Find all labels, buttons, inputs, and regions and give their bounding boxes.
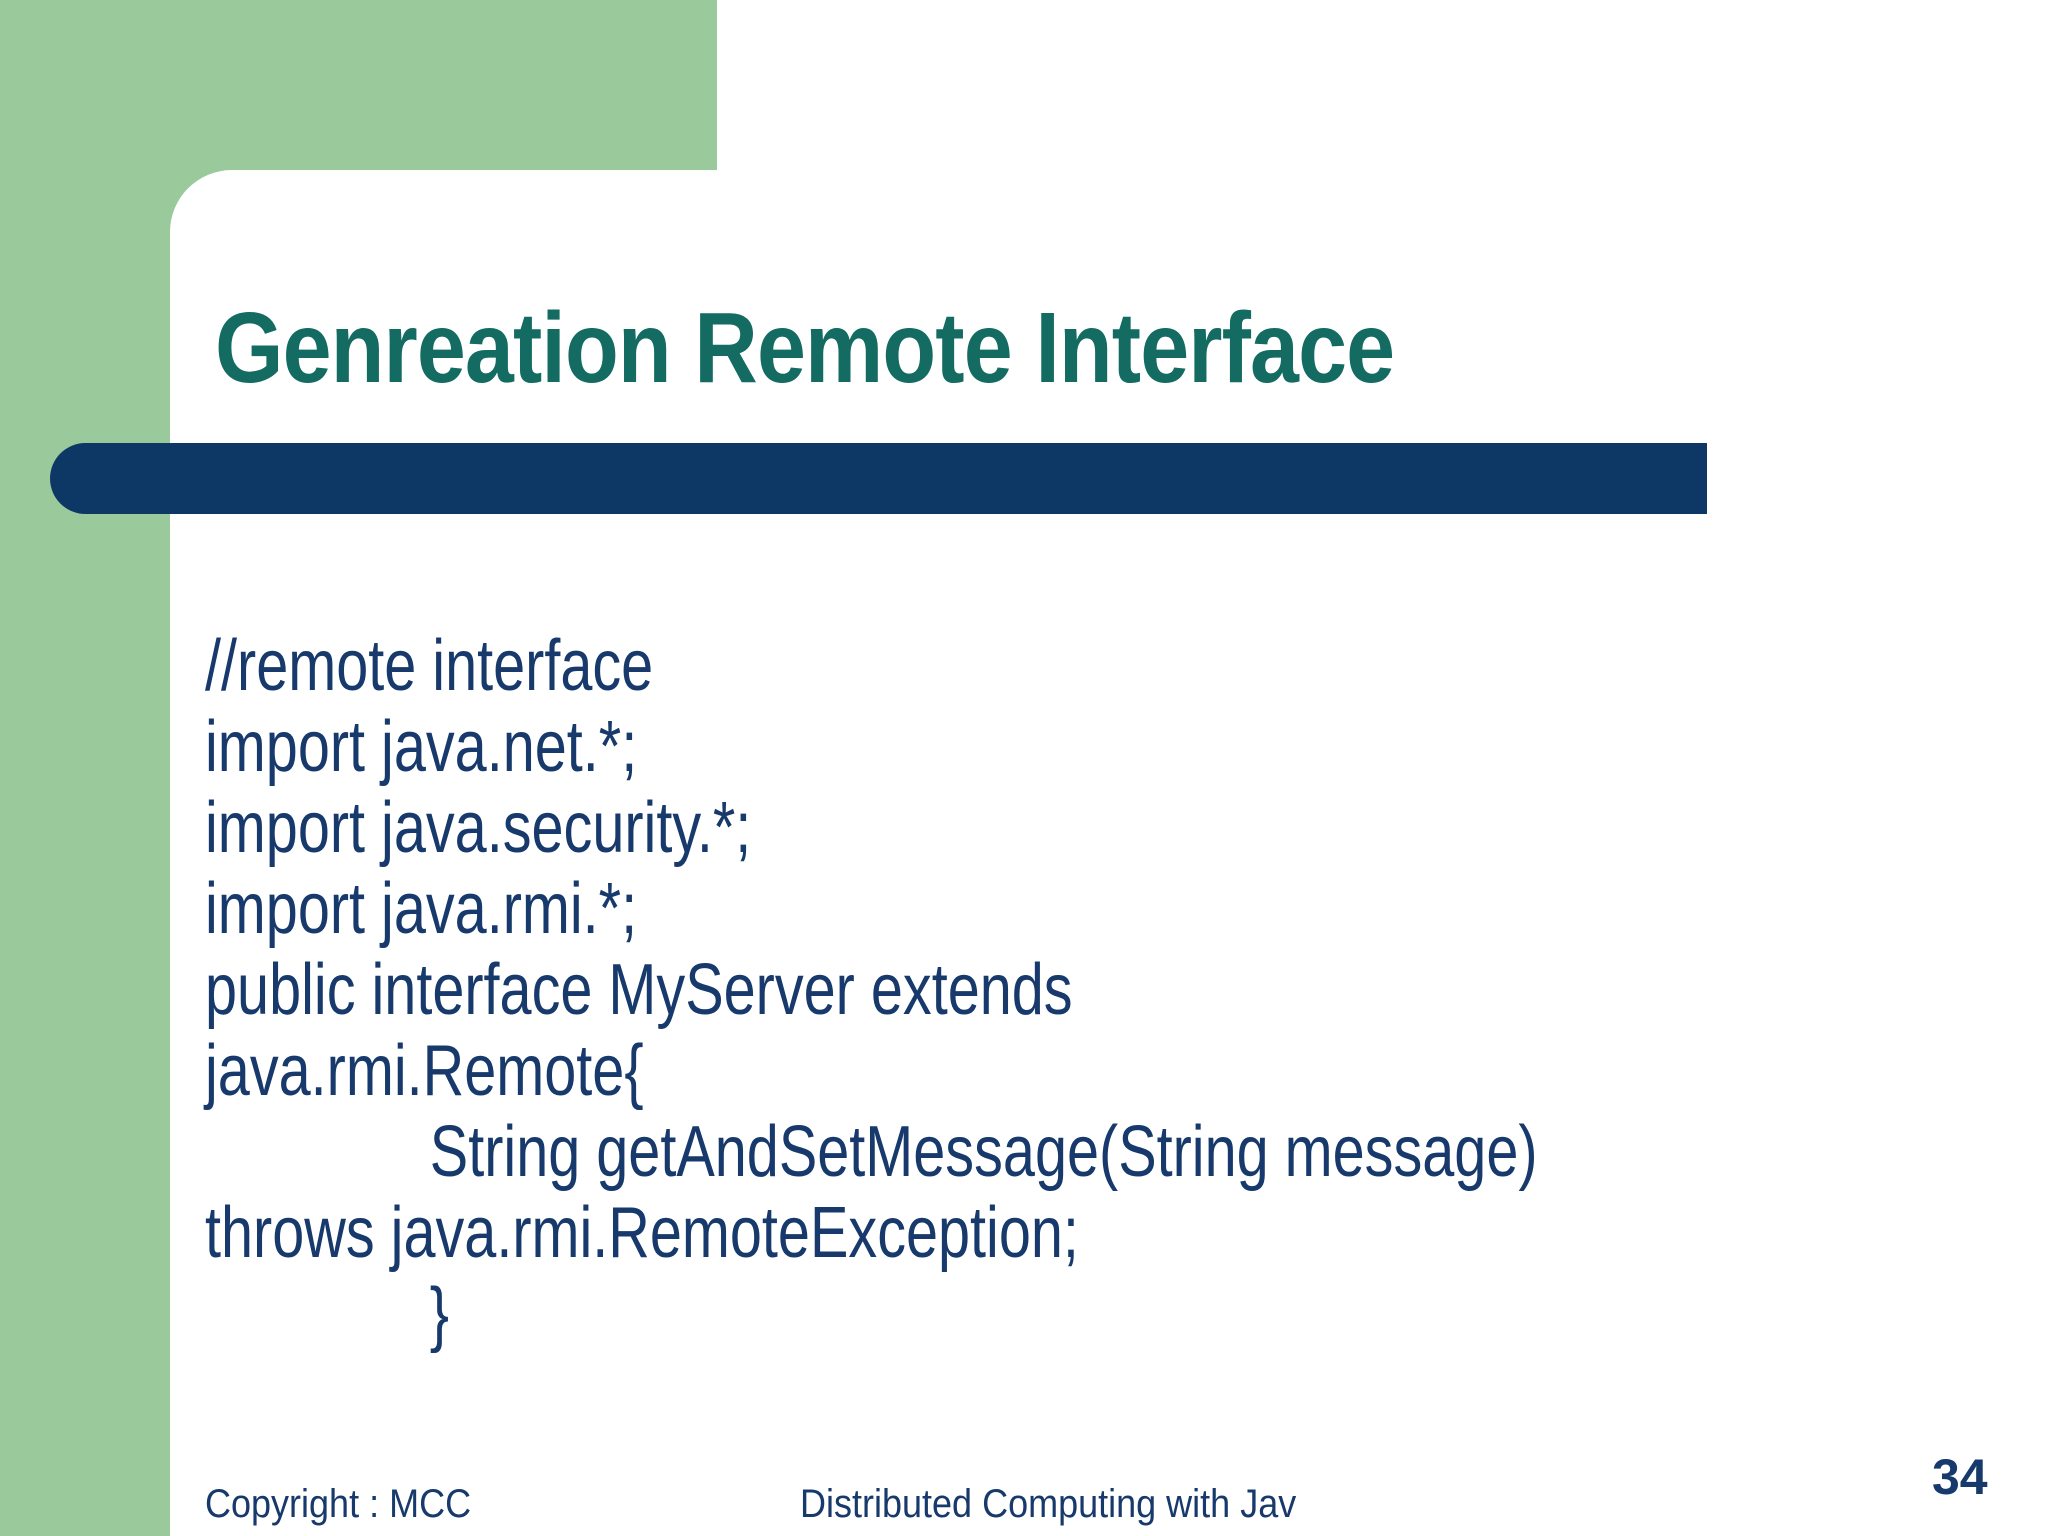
footer-course-title: Distributed Computing with Jav bbox=[800, 1482, 1297, 1526]
content-card bbox=[170, 170, 2048, 1536]
code-line: } bbox=[429, 1274, 450, 1354]
code-line: import java.rmi.*; bbox=[205, 869, 638, 949]
left-green-accent-column bbox=[0, 0, 170, 1536]
title-underline-bar bbox=[50, 443, 1707, 514]
top-green-accent-band bbox=[0, 0, 717, 170]
footer-copyright: Copyright : MCC bbox=[205, 1482, 472, 1526]
code-line: //remote interface bbox=[205, 626, 654, 706]
code-block: //remote interface import java.net.*; im… bbox=[205, 626, 1538, 1355]
page-number: 34 bbox=[1932, 1449, 1988, 1505]
code-line: public interface MyServer extends bbox=[205, 950, 1073, 1030]
code-line: throws java.rmi.RemoteException; bbox=[205, 1193, 1079, 1273]
code-line: java.rmi.Remote{ bbox=[205, 1031, 644, 1111]
code-line: import java.security.*; bbox=[205, 788, 752, 868]
page-title: Genreation Remote Interface bbox=[215, 292, 1395, 404]
code-line: import java.net.*; bbox=[205, 707, 638, 787]
code-line: String getAndSetMessage(String message) bbox=[429, 1112, 1538, 1192]
